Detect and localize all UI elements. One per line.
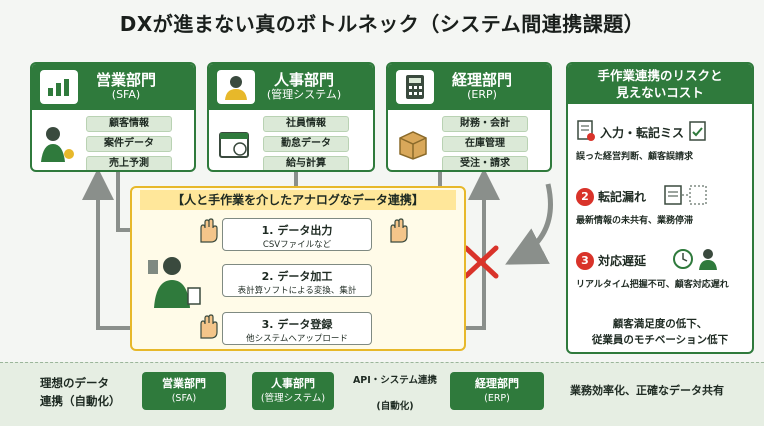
data-item: 財務・会計 [442, 116, 528, 132]
ideal-box-hr: 人事部門 (管理システム) [252, 372, 334, 410]
ideal-box-sales: 営業部門 (SFA) [142, 372, 226, 410]
data-item: 売上予測 [86, 156, 172, 170]
step-desc: CSVファイルなど [262, 240, 332, 250]
clock-icon [672, 248, 694, 273]
data-item: 勤怠データ [263, 136, 349, 152]
risk-desc: リアルタイム把握不可、顧客対応遅れ [576, 280, 729, 290]
step-process: 2. データ加工 表計算ソフトによる変換、集計 [222, 264, 372, 297]
api-sub: (自動化) [376, 401, 414, 412]
data-item: 給与計算 [263, 156, 349, 170]
risk-item-delay: 3 対応遅延 リアルタイム把握不可、顧客対応遅れ [576, 248, 748, 290]
data-item: 案件データ [86, 136, 172, 152]
conclusion-line: 従業員のモチベーション低下 [591, 334, 729, 346]
ideal-flow-band [0, 362, 764, 426]
step-desc: 他システムへアップロード [246, 334, 348, 344]
api-label: API・システム連携 [352, 375, 438, 386]
risk-item-input-error: 入力・転記ミス 誤った経営判断、顧客誤請求 [576, 120, 748, 162]
risk-title: 転記漏れ [598, 190, 647, 204]
dept-card-sales: 営業部門 (SFA) 顧客情報 案件データ 売上予測 [30, 62, 196, 172]
dept-card-hr: 人事部門 (管理システム) 社員情報 勤怠データ 給与計算 [207, 62, 375, 172]
step-output: 1. データ出力 CSVファイルなど [222, 218, 372, 251]
missing-data-icon [664, 184, 708, 209]
data-item: 顧客情報 [86, 116, 172, 132]
chart-icon [40, 70, 78, 104]
risk-title: 入力・転記ミス [600, 126, 685, 140]
ideal-label: 理想のデータ 連携（自動化） [40, 374, 130, 410]
conclusion-line: 顧客満足度の低下、 [612, 318, 708, 330]
risk-header-line: 見えないコスト [616, 85, 704, 100]
risk-desc: 最新情報の未共有、業務停滞 [576, 216, 694, 226]
blocked-x-icon [463, 245, 499, 279]
risk-conclusion: 顧客満足度の低下、 従業員のモチベーション低下 [568, 316, 752, 348]
data-item: 受注・請求 [442, 156, 528, 170]
data-item: 社員情報 [263, 116, 349, 132]
ideal-box-name: 営業部門 [162, 377, 206, 390]
risk-desc: 誤った経営判断、顧客誤請求 [576, 152, 694, 162]
hand-icon [196, 218, 220, 244]
ideal-box-name: 人事部門 [271, 377, 315, 390]
analog-title: 【人と手作業を介したアナログなデータ連携】 [140, 190, 456, 210]
ideal-box-sub: (ERP) [484, 393, 510, 404]
box-icon [394, 122, 432, 166]
dept-sub: (SFA) [111, 88, 141, 102]
document-icon [576, 120, 596, 145]
ideal-label-line: 連携（自動化） [40, 394, 121, 408]
calculator-icon [396, 70, 434, 104]
step-title: 3. データ登録 [261, 318, 333, 331]
checklist-icon [688, 120, 708, 145]
businessman-icon [38, 122, 76, 166]
step-title: 1. データ出力 [261, 224, 333, 237]
hand-icon [386, 218, 410, 244]
risk-header-line: 手作業連携のリスクと [597, 68, 723, 83]
ideal-box-sub: (管理システム) [260, 393, 326, 404]
number-badge: 2 [576, 187, 594, 206]
dept-sub: (管理システム) [266, 88, 342, 102]
ideal-box-name: 経理部門 [475, 377, 519, 390]
dept-name: 経理部門 [451, 71, 512, 90]
page-title: DXが進まない真のボトルネック（システム間連携課題） [119, 12, 645, 36]
risk-item-omission: 2 転記漏れ 最新情報の未共有、業務停滞 [576, 184, 748, 226]
waiting-person-icon [698, 248, 718, 273]
ideal-box-accounting: 経理部門 (ERP) [450, 372, 544, 410]
dept-card-accounting: 経理部門 (ERP) 財務・会計 在庫管理 受注・請求 [386, 62, 552, 172]
hand-icon [196, 314, 220, 340]
ideal-label-line: 理想のデータ [40, 376, 109, 390]
calendar-icon [215, 122, 253, 166]
step-register: 3. データ登録 他システムへアップロード [222, 312, 372, 345]
arrow-curved-to-x [505, 183, 553, 265]
dept-sub: (ERP) [467, 88, 497, 102]
ideal-result: 業務効率化、正確なデータ共有 [570, 384, 724, 397]
risk-panel: 手作業連携のリスクと 見えないコスト 入力・転記ミス 誤った経営判断、顧客誤請求… [566, 62, 754, 354]
dept-name: 営業部門 [95, 71, 156, 90]
number-badge: 3 [576, 251, 594, 270]
data-item: 在庫管理 [442, 136, 528, 152]
person-icon [217, 70, 255, 104]
risk-title: 対応遅延 [598, 254, 647, 268]
ideal-box-sub: (SFA) [171, 393, 197, 404]
step-desc: 表計算ソフトによる変換、集計 [237, 286, 357, 296]
step-title: 2. データ加工 [261, 270, 333, 283]
dept-name: 人事部門 [273, 71, 334, 90]
worker-icon [148, 254, 202, 310]
